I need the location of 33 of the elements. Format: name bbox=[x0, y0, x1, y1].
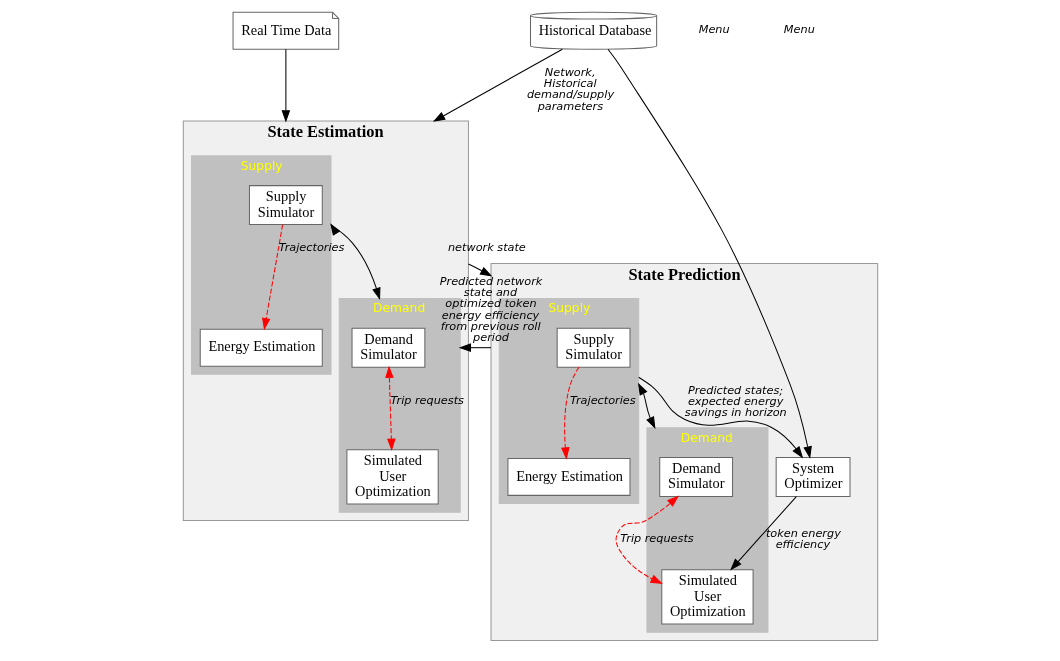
edge-label: Trip requests bbox=[389, 394, 464, 408]
node-box: System Optimizer bbox=[775, 456, 850, 497]
label: Menu bbox=[783, 22, 815, 36]
edge-label: token energy efficiency bbox=[765, 526, 841, 551]
node-box: Energy Estimation bbox=[506, 457, 630, 496]
edge-label: Trip requests bbox=[619, 531, 694, 545]
edge-label: Trajectories bbox=[278, 241, 344, 255]
arrow bbox=[281, 48, 290, 123]
node-box: Simulated User Optimization bbox=[345, 449, 439, 505]
arrow bbox=[637, 382, 655, 430]
arrow bbox=[458, 343, 492, 352]
arrow bbox=[606, 48, 812, 459]
edge-label: Predicted network state and optimized token energy efficiency from previous roll period bbox=[439, 274, 542, 345]
node-box: Supply Simulator bbox=[556, 327, 630, 368]
label: Menu bbox=[698, 22, 730, 36]
edge-label: Predicted states; expected energy savings in horizon bbox=[684, 383, 787, 420]
arrow bbox=[615, 495, 679, 584]
node-box: Demand Simulator bbox=[351, 327, 425, 368]
arrow bbox=[329, 223, 380, 300]
node-box: Energy Estimation bbox=[199, 328, 323, 367]
edge-label: Trajectories bbox=[569, 394, 636, 408]
node-box: Supply Simulator bbox=[248, 185, 323, 226]
node-box: Demand Simulator bbox=[658, 456, 733, 497]
edge-label: network state bbox=[447, 241, 526, 255]
node-box: Simulated User Optimization bbox=[660, 569, 754, 625]
edge-label: Network, Historical demand/supply parameters bbox=[526, 65, 614, 113]
arrow bbox=[467, 263, 492, 277]
arrow bbox=[384, 365, 396, 451]
arrow bbox=[432, 48, 563, 122]
arrow bbox=[729, 496, 797, 571]
arrow bbox=[637, 376, 803, 459]
arrow bbox=[261, 224, 283, 331]
arrow bbox=[560, 366, 579, 460]
